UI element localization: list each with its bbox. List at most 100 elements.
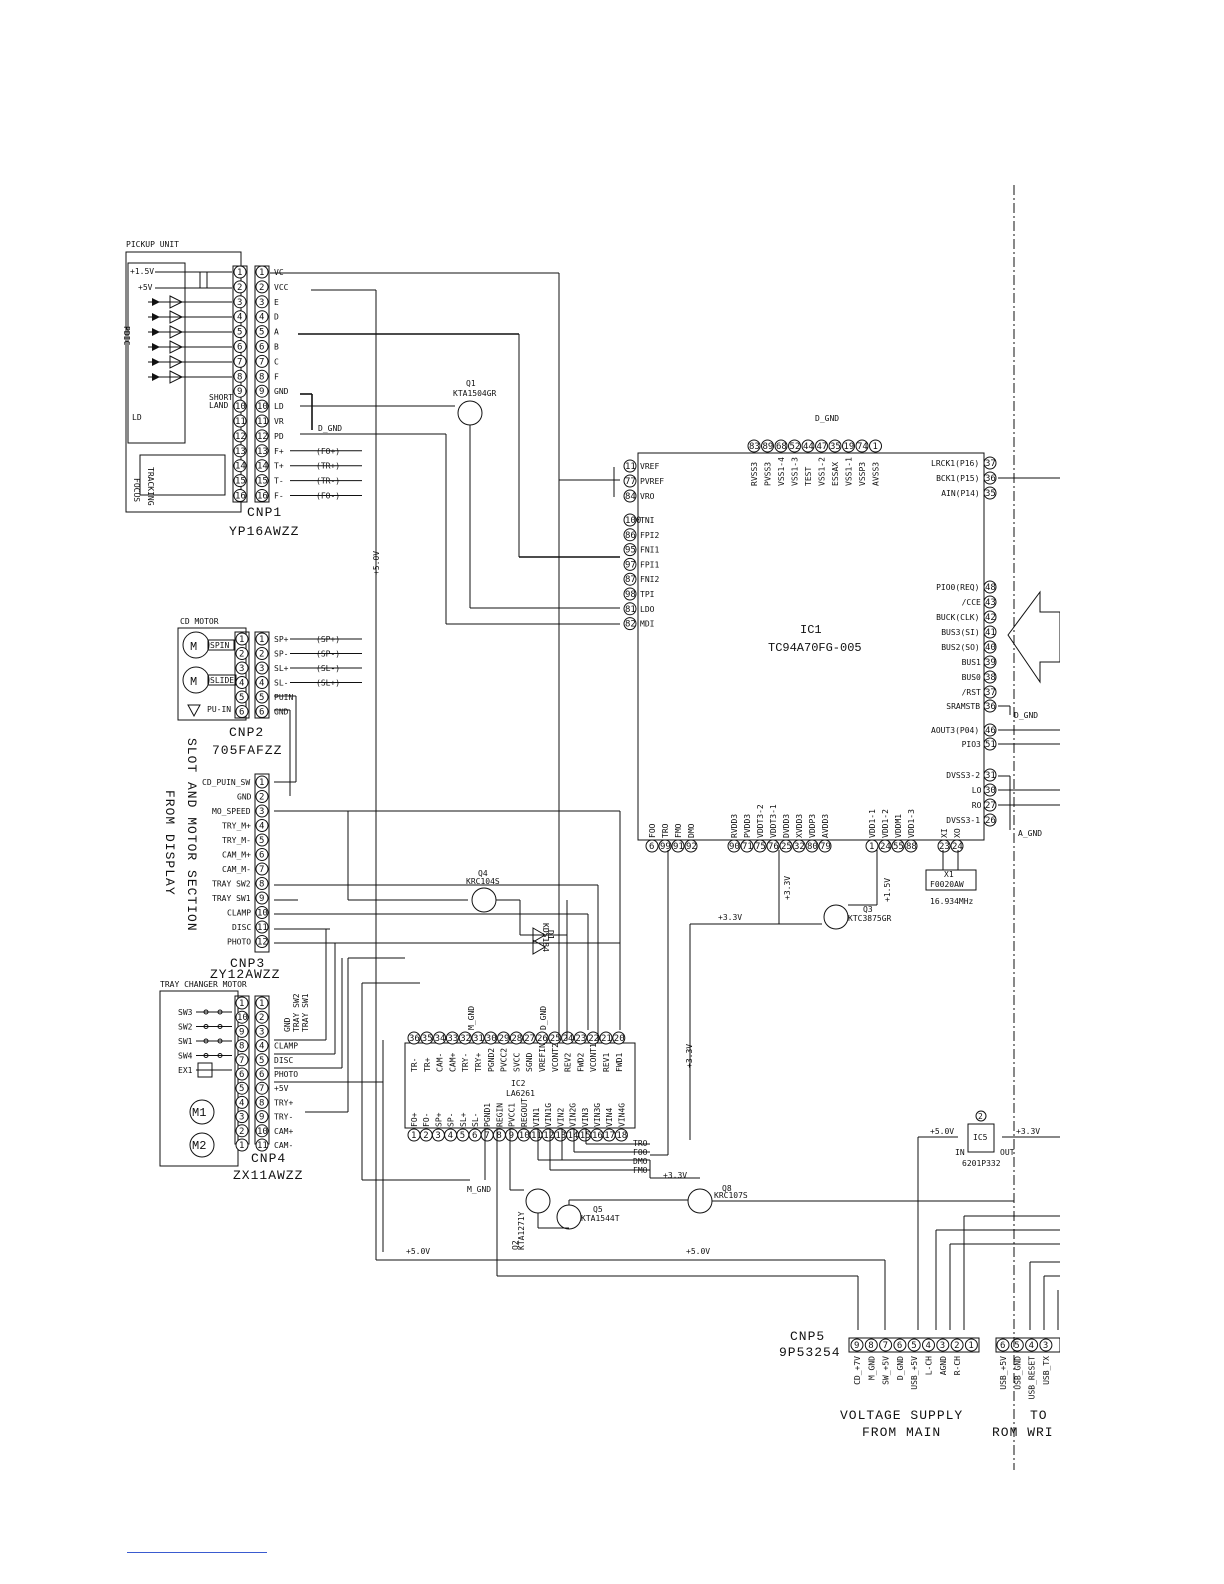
pickup-pin [233,399,247,413]
ic1-right-pin-label: DVSS3-1 [946,816,980,825]
svg-text:11: 11 [531,1131,542,1141]
cnp3-pin [255,790,269,803]
svg-text:11: 11 [625,462,636,472]
cnp2-pin [255,676,269,689]
cnp3-part: ZY12AWZZ [210,967,280,982]
ic2-bottom-pin-label: SL+ [459,1112,468,1127]
svg-text:PDIC: PDIC [122,326,131,345]
cnp5-pin-label: AGND [939,1356,948,1375]
ic1-bottom-pin [658,839,672,853]
ic1-bottom-pin-label: PVDD3 [743,814,752,838]
svg-text:16: 16 [592,1131,603,1141]
ic2-top-pin-label: SGND [525,1053,534,1072]
ic2-top-pin [433,1031,447,1045]
cnp3-pin [255,833,269,847]
ic1-bottom-pin-label: VDDT3-2 [756,804,765,838]
svg-text:91: 91 [673,842,684,852]
ic2-bottom-pin-label: VIN3 [581,1108,590,1127]
cnp4-ref: CNP4 [251,1151,286,1166]
ic1-right-pin [983,595,997,609]
svg-text:68: 68 [776,442,787,452]
svg-text:Q8: Q8 [722,1184,732,1193]
svg-text:15: 15 [257,477,268,487]
ic1-right-pin-label: LO [972,786,982,795]
ic1-top-pin [855,439,869,453]
svg-text:SHORT: SHORT [209,393,233,402]
pickup-pin [233,384,247,398]
mgnd-label: M_GND [467,1006,476,1030]
svg-text:23: 23 [575,1034,586,1044]
rom-write-caption: ROM WRI [992,1425,1054,1440]
cnp4-part: ZX11AWZZ [233,1168,303,1183]
usb-pin [1025,1338,1039,1352]
ic1-bottom-pin [865,839,879,853]
ic1-ref: IC1 [800,623,822,637]
tray-switch-label: SW1 [178,1037,193,1046]
tray-motor-pin [235,1095,249,1109]
svg-text:D_GND: D_GND [318,424,342,433]
cnp5-pin [936,1338,950,1352]
svg-text:24: 24 [952,842,963,852]
ic1-left-pin-label: TPI [640,590,655,599]
cnp4-pin [255,1124,269,1138]
ic2-top-pin [586,1031,600,1045]
svg-text:M1: M1 [192,1106,206,1120]
svg-text:+3.3V: +3.3V [1016,1127,1040,1136]
ic1-right-pin-label: LRCK1(P16) [931,459,979,468]
ic2-bottom-pin-label: SP+ [434,1112,443,1127]
ic2-bottom-pin-label: FO+ [410,1112,419,1127]
ic1-top-pin-label: RVSS3 [750,462,759,486]
ic1-bottom-pin [891,839,905,853]
ic2-top-pin-label: PGND2 [487,1048,496,1072]
svg-text:14: 14 [235,462,246,472]
svg-text:1: 1 [237,268,242,278]
cd-motor: CD MOTOR M M SPIN SLIDE PU-IN [177,617,247,721]
pickup-pin [233,444,247,458]
ic1-right-pin [983,768,997,782]
svg-text:6201P332: 6201P332 [962,1159,1001,1168]
svg-text:100: 100 [625,516,641,526]
cnp2-pin [255,632,269,646]
svg-text:24: 24 [880,842,891,852]
svg-text:24: 24 [563,1034,574,1044]
svg-text:KRC107S: KRC107S [714,1191,748,1200]
svg-text:8: 8 [239,1042,244,1052]
cnp3-pin-label: TRY_M- [222,836,251,845]
ic1-left-pin [623,602,637,616]
ic2-top-pin-label: FWD2 [576,1053,585,1072]
svg-text:30: 30 [985,786,996,796]
svg-text:15: 15 [235,477,246,487]
svg-text:4: 4 [259,679,264,689]
cnp5-pin-label: L-CH [925,1356,934,1375]
svg-text:4: 4 [259,1042,264,1052]
cnp2-pin-label: PUIN [274,693,293,702]
svg-text:48: 48 [985,583,996,593]
ic1-bottom-pin-label: VDDM1 [894,814,903,838]
cnp1-pin-label: A [274,328,279,337]
svg-text:+5V: +5V [138,283,153,292]
pickup-pin [233,354,247,368]
cnp4-pin-label: PHOTO [274,1070,298,1079]
ic1-left-pin-label: FPI2 [640,531,659,540]
ic1-top-pin [801,439,815,453]
cnp2-pin-label: SP+ [274,635,289,644]
ic1-bottom-pin [904,839,918,853]
ic2-top-pin-label: VREFIN [538,1043,547,1072]
cnp4-pin [255,1081,269,1095]
cnp1-pin [255,340,269,353]
ic1-right-pin-label: /RST [962,688,981,697]
svg-text:98: 98 [625,590,636,600]
cnp3-pin-label: DISC [232,923,251,932]
cnp3-pin [255,906,269,919]
voltage-supply-caption: VOLTAGE SUPPLY [840,1408,963,1423]
svg-text:26: 26 [985,816,996,826]
svg-text:LAND: LAND [209,401,228,410]
svg-text:6: 6 [237,343,242,353]
tray-motor-pin [235,1110,249,1124]
ic1-bottom-pin [766,839,780,853]
cnp4-pin [255,1010,269,1024]
ic1-bottom-pin-label: RVDD3 [730,814,739,838]
cnp4-pin [255,1110,269,1124]
